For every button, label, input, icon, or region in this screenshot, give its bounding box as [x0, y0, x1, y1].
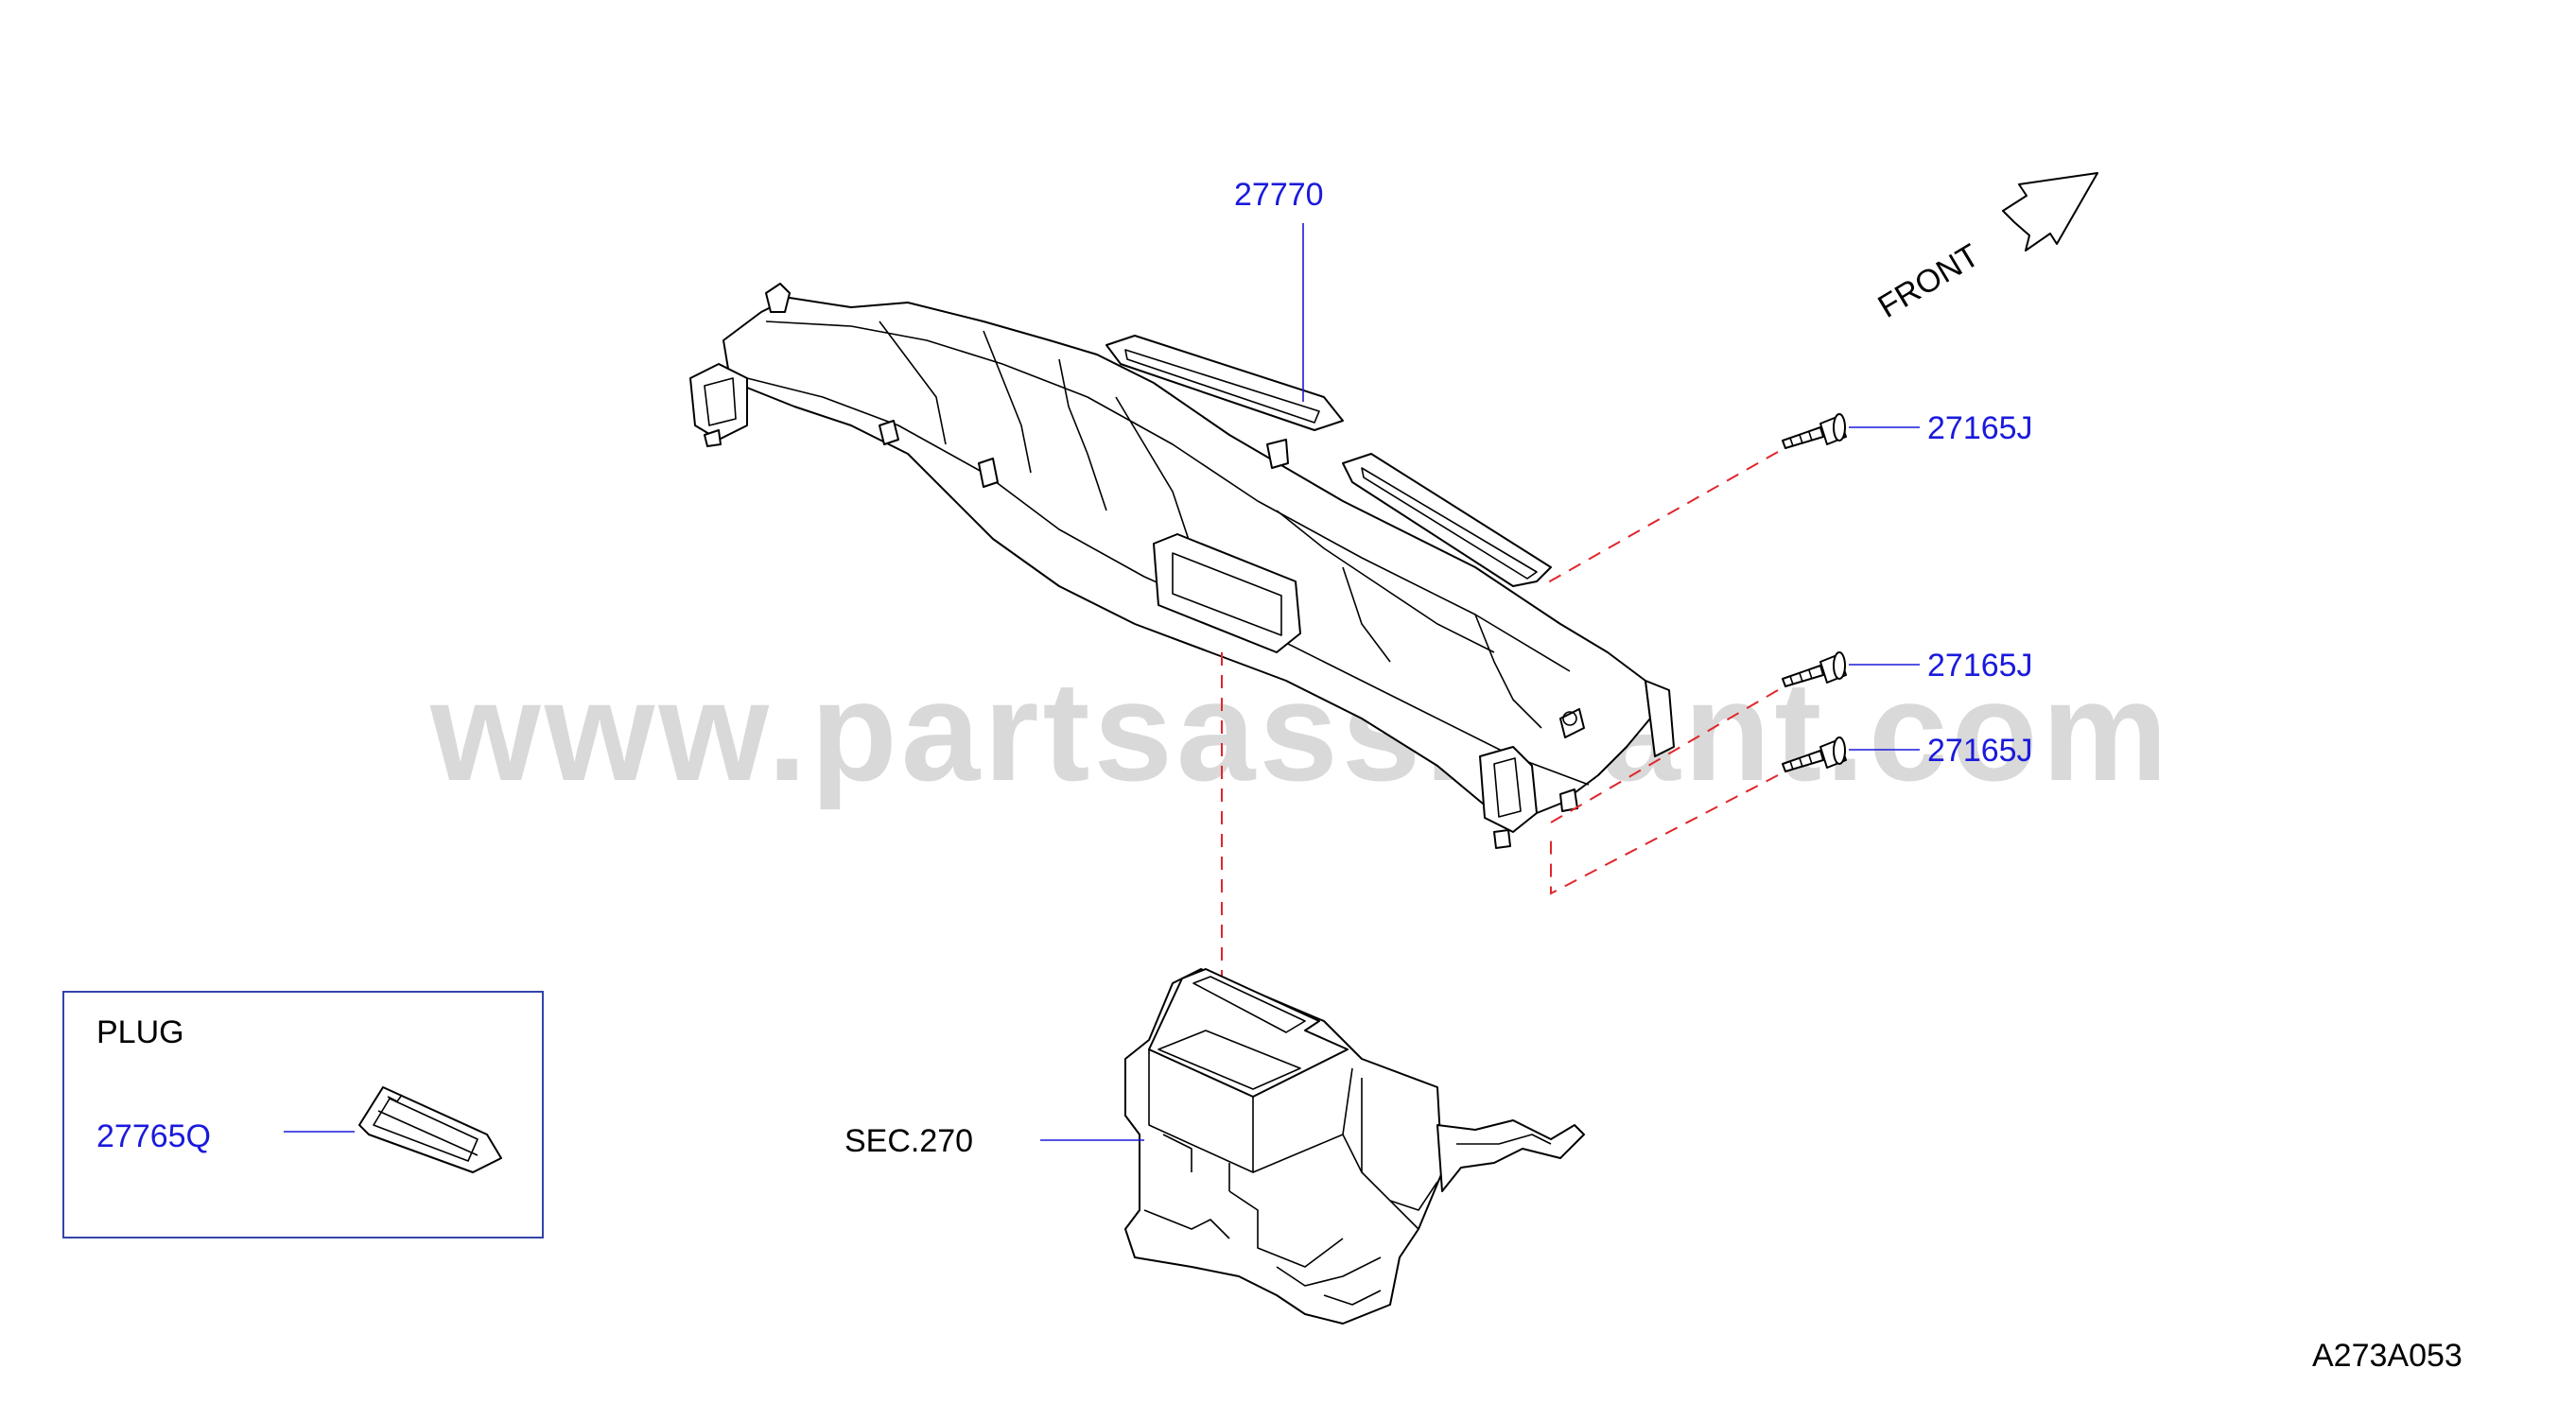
plug-inset-title: PLUG	[96, 1014, 184, 1050]
defroster-duct-assembly[interactable]	[689, 283, 1675, 849]
screw-middle-part-number[interactable]: 27165J	[1927, 648, 2033, 684]
ref-line-bottom-screw	[1550, 774, 1779, 895]
plug-inset-box	[62, 991, 544, 1238]
screw-bottom[interactable]	[1782, 736, 1847, 772]
front-label: FRONT	[1872, 237, 1986, 325]
ref-line-top-screw	[1540, 451, 1779, 587]
duct-part-number[interactable]: 27770	[1234, 177, 1324, 213]
plug-part[interactable]	[358, 1086, 502, 1173]
heater-section-label[interactable]: SEC.270	[844, 1123, 973, 1159]
heater-unit[interactable]	[1124, 968, 1585, 1325]
screw-bottom-part-number[interactable]: 27165J	[1927, 733, 2033, 769]
screw-top[interactable]	[1782, 413, 1847, 449]
screw-middle[interactable]	[1782, 651, 1847, 687]
plug-part-number[interactable]: 27765Q	[96, 1118, 211, 1154]
screw-top-part-number[interactable]: 27165J	[1927, 410, 2033, 446]
front-arrow-icon	[2002, 172, 2098, 251]
drawing-code: A273A053	[2312, 1338, 2463, 1374]
